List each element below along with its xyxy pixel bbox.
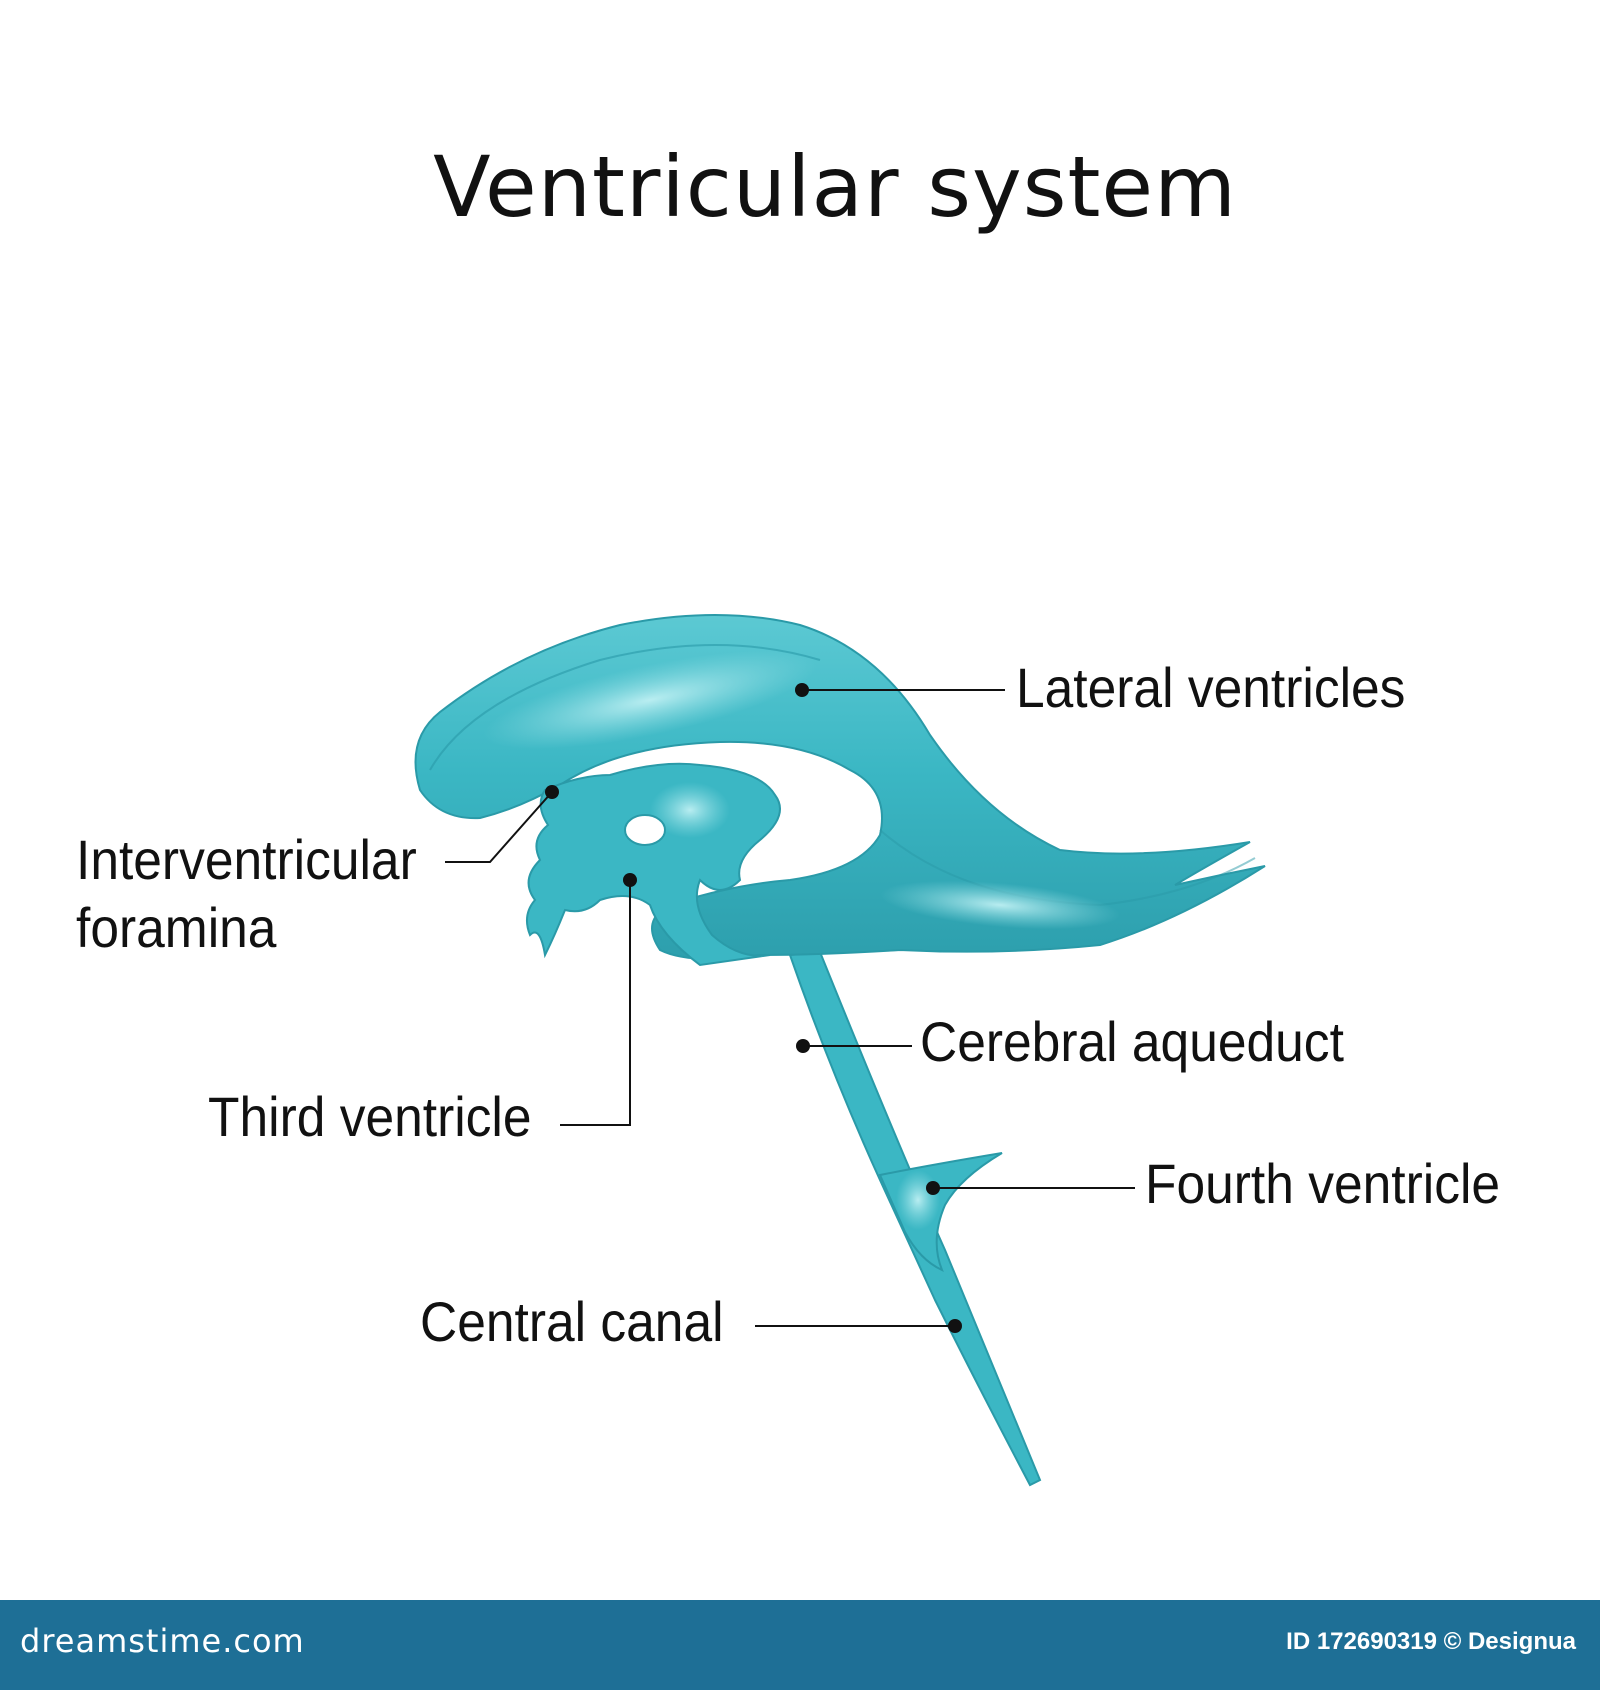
label-central-canal: Central canal (420, 1290, 724, 1353)
label-interventricular-foramina-line1: Interventricular (76, 828, 417, 891)
label-third-ventricle: Third ventricle (208, 1085, 532, 1148)
dot-fourth-ventricle (926, 1181, 940, 1195)
footer-credit: ID 172690319 © Designua (1286, 1628, 1576, 1655)
dot-lateral-ventricles (795, 683, 809, 697)
dot-central-canal (948, 1319, 962, 1333)
footer-brand[interactable]: dreamstime.com (20, 1622, 305, 1660)
leader-lines (445, 689, 1135, 1327)
label-fourth-ventricle: Fourth ventricle (1145, 1152, 1501, 1215)
dot-third-ventricle (623, 873, 637, 887)
label-interventricular-foramina-line2: foramina (76, 896, 277, 959)
label-cerebral-aqueduct: Cerebral aqueduct (920, 1010, 1344, 1073)
leader-dots (545, 683, 962, 1333)
diagram-title: Ventricular system (433, 138, 1237, 236)
footer-bar: dreamstime.com ID 172690319 © Designua (0, 1600, 1600, 1690)
dot-interventricular-foramina (545, 785, 559, 799)
dot-cerebral-aqueduct (796, 1039, 810, 1053)
label-lateral-ventricles: Lateral ventricles (1016, 656, 1406, 719)
interthalamic-adhesion (624, 814, 666, 846)
